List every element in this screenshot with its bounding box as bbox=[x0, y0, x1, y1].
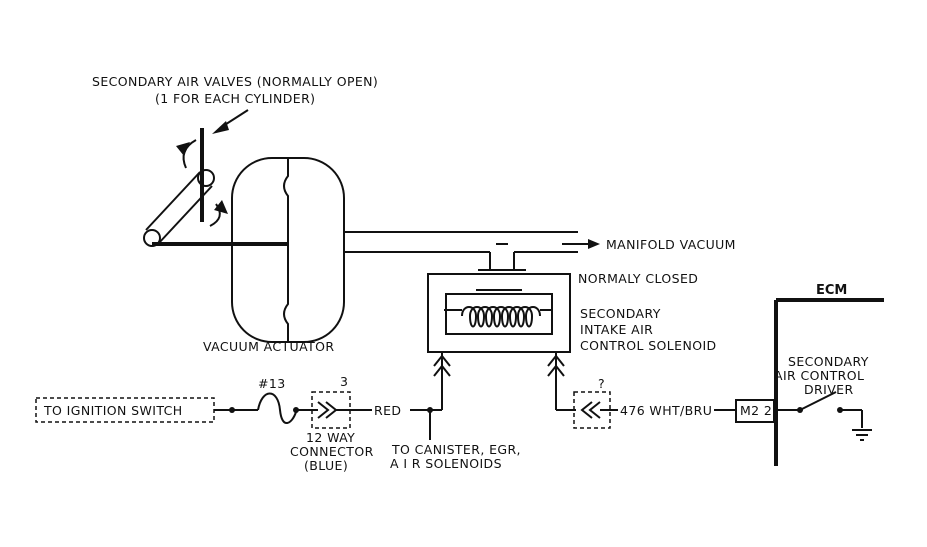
driver-switch-icon bbox=[774, 391, 863, 428]
right-connector-box bbox=[573, 391, 611, 429]
ecm-boundary bbox=[774, 298, 884, 466]
connector-label-line2: CONNECTOR bbox=[290, 444, 374, 459]
rotation-arrow-icon bbox=[176, 139, 228, 227]
connector-pin-label: 3 bbox=[340, 374, 348, 389]
right-connector-chevron-icon bbox=[580, 401, 618, 419]
connector-label-line1: 12 WAY bbox=[306, 430, 355, 445]
driver-label-line2: AIR CONTROL bbox=[774, 368, 864, 383]
ground-icon bbox=[852, 429, 872, 441]
manifold-vacuum-label: MANIFOLD VACUUM bbox=[606, 237, 736, 252]
fuse-icon bbox=[257, 392, 297, 424]
fuse-to-connector-wire bbox=[293, 407, 318, 413]
canister-label-line2: A I R SOLENOIDS bbox=[390, 456, 502, 471]
red-wire bbox=[350, 407, 442, 440]
pin-question-label: ? bbox=[598, 376, 605, 391]
ignition-wire bbox=[214, 407, 258, 413]
connector-label-line3: (BLUE) bbox=[304, 458, 348, 473]
air-valve-linkage bbox=[143, 128, 288, 247]
vacuum-actuator-label: VACUUM ACTUATOR bbox=[203, 339, 334, 354]
manifold-vacuum-arrow-icon bbox=[562, 239, 600, 249]
ecm-label: ECM bbox=[816, 283, 847, 298]
solenoid-label-line2: INTAKE AIR bbox=[580, 322, 653, 337]
solenoid-terminal-left-icon bbox=[433, 352, 451, 410]
normally-closed-label: NORMALY CLOSED bbox=[578, 271, 698, 286]
solenoid-label-line1: SECONDARY bbox=[580, 306, 661, 321]
air-valves-label-line2: (1 FOR EACH CYLINDER) bbox=[155, 91, 315, 106]
canister-label-line1: TO CANISTER, EGR, bbox=[391, 442, 521, 457]
solenoid-coil-icon bbox=[461, 306, 541, 328]
red-wire-label: RED bbox=[374, 403, 401, 418]
driver-label-line3: DRIVER bbox=[804, 382, 854, 397]
pointer-arrow-icon bbox=[212, 109, 249, 134]
connector-chevron-icon bbox=[317, 401, 350, 419]
solenoid-terminal-right-icon bbox=[547, 352, 565, 410]
ignition-switch-label: TO IGNITION SWITCH bbox=[43, 403, 183, 418]
vacuum-actuator bbox=[231, 157, 345, 343]
solenoid-body bbox=[427, 273, 571, 353]
air-valves-label-line1: SECONDARY AIR VALVES (NORMALLY OPEN) bbox=[92, 74, 378, 89]
wire-476-label: 476 WHT/BRU bbox=[620, 403, 712, 418]
driver-label-line1: SECONDARY bbox=[788, 354, 869, 369]
fuse-label: #13 bbox=[258, 376, 286, 391]
ecm-pin-label: M2 2 bbox=[740, 403, 772, 418]
solenoid-label-line3: CONTROL SOLENOID bbox=[580, 338, 717, 353]
vacuum-lines bbox=[344, 231, 578, 271]
